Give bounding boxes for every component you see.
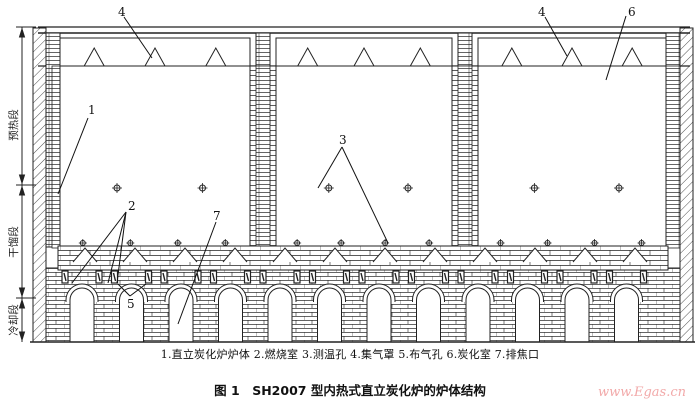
coke-discharge-opening bbox=[366, 287, 392, 343]
funnel bbox=[572, 247, 598, 263]
callout-6: 6 bbox=[628, 5, 636, 19]
funnel bbox=[622, 247, 648, 263]
coke-discharge-opening bbox=[564, 287, 590, 343]
callout-2: 2 bbox=[128, 199, 136, 213]
gas-hood-vent bbox=[353, 46, 375, 67]
temperature-hole-icon bbox=[112, 183, 122, 193]
coke-discharge-opening bbox=[317, 287, 342, 343]
callout-3: 3 bbox=[339, 133, 347, 147]
brick-pillar-core bbox=[255, 65, 271, 249]
temperature-hole-icon bbox=[323, 183, 334, 193]
callout-4-right: 4 bbox=[538, 5, 546, 19]
dimension-line bbox=[16, 26, 36, 342]
brick-pillar-left bbox=[51, 65, 61, 249]
carbonization-chamber bbox=[477, 65, 667, 247]
burner-band bbox=[57, 245, 669, 271]
gas-hood-vent bbox=[144, 46, 166, 67]
funnel bbox=[322, 247, 348, 263]
gas-hood-vent bbox=[561, 46, 583, 67]
funnel bbox=[472, 247, 498, 263]
callout-7: 7 bbox=[213, 209, 221, 223]
brick-pillar-core bbox=[457, 65, 473, 249]
lower-structure bbox=[61, 247, 648, 343]
callout-5: 5 bbox=[127, 297, 135, 311]
coke-discharge-opening bbox=[416, 287, 441, 343]
coke-discharge-opening bbox=[614, 287, 639, 343]
leader-lines bbox=[57, 15, 627, 325]
label-preheat: 预热段 bbox=[7, 109, 20, 141]
carbonization-chambers bbox=[59, 37, 667, 247]
brick-pillar-right bbox=[665, 65, 681, 249]
temperature-hole-icon bbox=[529, 183, 540, 193]
figure-caption: 图 1 SH2007 型内热式直立炭化炉的炉体结构 bbox=[214, 383, 486, 398]
coke-discharge-opening bbox=[119, 287, 144, 343]
callout-4-left: 4 bbox=[118, 5, 126, 19]
coke-discharge-opening bbox=[69, 287, 95, 343]
funnel bbox=[522, 247, 548, 263]
brick-pillars bbox=[45, 32, 681, 249]
coke-discharge-opening bbox=[267, 287, 293, 343]
funnel bbox=[422, 247, 448, 263]
carbonization-chamber bbox=[275, 65, 453, 247]
coke-discharge-opening bbox=[465, 287, 491, 343]
temperature-hole-icon bbox=[614, 183, 624, 193]
callout-numbers: 1 2 3 4 4 5 6 7 bbox=[88, 5, 636, 311]
gas-hood-vent bbox=[409, 46, 431, 67]
funnel bbox=[172, 247, 198, 263]
gas-hood-vent bbox=[621, 46, 643, 67]
furnace-diagram: 预热段 干馏段 冷却段 1 2 3 4 4 5 6 7 bbox=[7, 5, 695, 343]
gas-hood bbox=[59, 37, 251, 67]
carbonization-chamber bbox=[59, 65, 251, 247]
gas-hood-vent bbox=[83, 46, 105, 67]
gas-hood-vent bbox=[501, 46, 523, 67]
label-cooling: 冷却段 bbox=[7, 304, 20, 336]
dimension-labels: 预热段 干馏段 冷却段 bbox=[7, 109, 20, 336]
gas-hood bbox=[477, 37, 667, 67]
label-dry-distillation: 干馏段 bbox=[7, 226, 20, 258]
temperature-hole-icon bbox=[403, 183, 413, 193]
watermark: www.Egas.cn bbox=[598, 385, 686, 400]
coke-discharge-opening bbox=[515, 287, 540, 343]
gas-hood bbox=[275, 37, 453, 67]
gas-hood-vent bbox=[297, 46, 319, 67]
funnel bbox=[372, 247, 398, 263]
right-outer-wall bbox=[679, 27, 694, 343]
funnel bbox=[222, 247, 248, 263]
coke-discharge-opening bbox=[218, 287, 243, 343]
funnel bbox=[272, 247, 298, 263]
callout-1: 1 bbox=[88, 103, 96, 117]
figure-legend: 1.直立炭化炉炉体 2.燃烧室 3.测温孔 4.集气罩 5.布气孔 6.炭化室 … bbox=[160, 348, 540, 361]
gas-hood-vent bbox=[205, 46, 227, 67]
funnel bbox=[122, 247, 148, 263]
temperature-hole-icon bbox=[197, 183, 208, 193]
